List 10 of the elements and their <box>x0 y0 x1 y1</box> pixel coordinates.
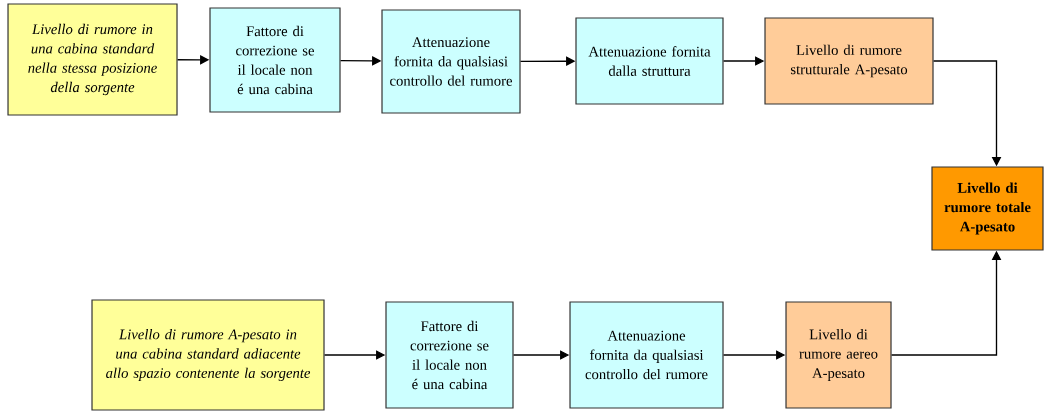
input-box: Livello di rumore A-pesato in una cabina standard adiacente allo spazio contenente la sorgente <box>91 299 325 411</box>
output-box: Livello di rumore totale A-pesato <box>931 166 1044 251</box>
process-box: Fattore di correzione se il locale non é una cabina <box>385 301 514 409</box>
result-box: Livello di rumore strutturale A-pesato <box>764 17 934 105</box>
input-box: Livello di rumore in una cabina standard nella stessa posizione della sorgente <box>7 3 178 116</box>
result-box: Livello di rumore aereo A-pesato <box>785 301 892 409</box>
process-box: Fattore di correzione se il locale non é una cabina <box>209 7 341 113</box>
process-box: Attenuazione fornita da qualsiasi controllo del rumore <box>569 301 724 409</box>
process-box: Attenuazione fornita dalla struttura <box>575 17 724 105</box>
process-box: Attenuazione fornita da qualsiasi controllo del rumore <box>381 9 521 114</box>
